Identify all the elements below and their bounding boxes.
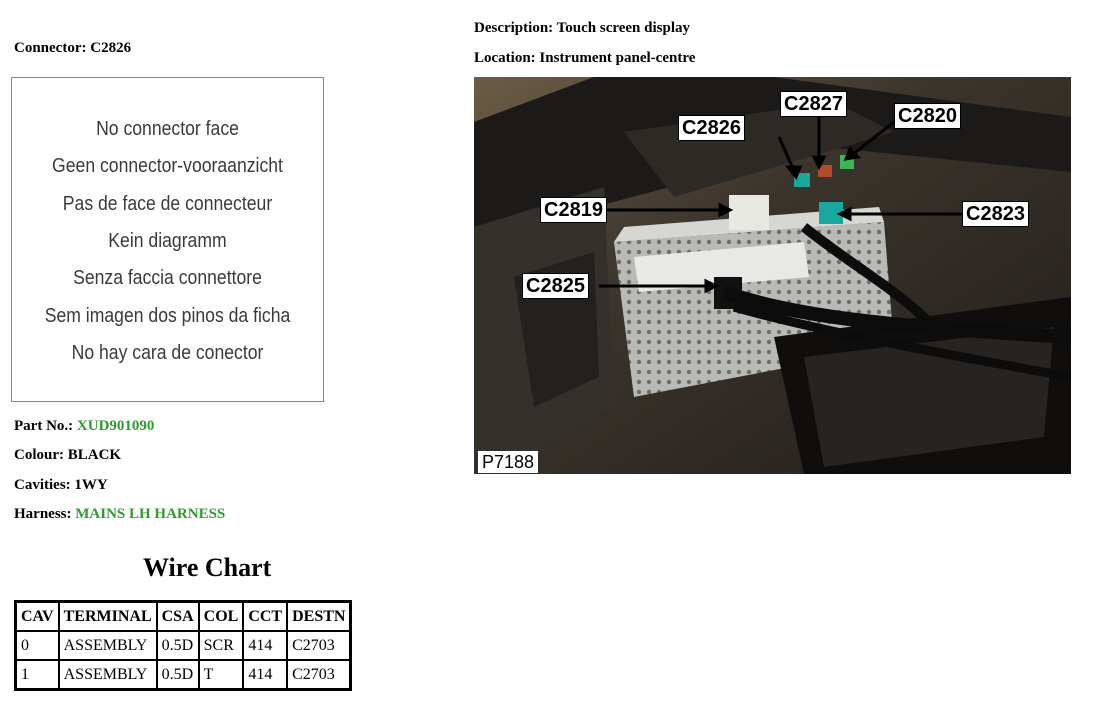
no-face-line: Geen connector-vooraanzicht [52,155,283,177]
no-face-line: Pas de face de connecteur [62,193,273,215]
cell-destn: C2703 [286,630,352,661]
location-label: Location: [474,50,536,66]
cell-cav: 1 [14,659,60,691]
no-face-line: Sem imagen dos pinos da ficha [44,305,291,327]
cell-col: SCR [197,630,245,661]
col-header-destn: DESTN [286,600,352,632]
description-row: Description: Touch screen display [474,20,690,37]
no-face-line: No hay cara de conector [71,342,264,364]
col-header-col: COL [197,600,245,632]
col-header-csa: CSA [155,600,200,632]
cavities-label: Cavities: [14,477,71,493]
cell-cct: 414 [242,659,289,691]
connector-value: C2826 [90,40,132,56]
location-value: Instrument panel-centre [539,50,696,66]
cell-csa: 0.5D [155,630,200,661]
wire-chart-title: Wire Chart [143,553,272,582]
label-c2823: C2823 [962,201,1029,227]
part-number-value: XUD901090 [76,418,155,434]
description-label: Description: [474,20,554,36]
part-number-label: Part No.: [14,418,74,434]
label-c2827: C2827 [780,91,847,117]
no-face-line: Senza faccia connettore [73,267,262,289]
harness-value: MAINS LH HARNESS [75,506,226,522]
colour-row: Colour: BLACK [14,447,121,464]
cell-terminal: ASSEMBLY [57,630,158,661]
col-header-cav: CAV [14,600,60,632]
cell-cav: 0 [14,630,60,661]
harness-label: Harness: [14,506,72,522]
cavities-value: 1WY [74,477,108,493]
cell-terminal: ASSEMBLY [57,659,158,691]
table-row: 1 ASSEMBLY 0.5D T 414 C2703 [14,659,352,691]
location-row: Location: Instrument panel-centre [474,50,695,67]
harness-row: Harness: MAINS LH HARNESS [14,506,225,523]
no-face-line: No connector face [96,118,239,140]
label-c2819: C2819 [540,197,607,223]
photo-illustration [474,77,1071,474]
cell-cct: 414 [242,630,289,661]
col-header-cct: CCT [242,600,289,632]
cell-destn: C2703 [286,659,352,691]
cell-col: T [197,659,245,691]
label-c2825: C2825 [522,273,589,299]
wire-chart-header-row: CAV TERMINAL CSA COL CCT DESTN [14,600,352,632]
no-connector-face-panel: No connector face Geen connector-vooraan… [11,77,324,402]
col-header-terminal: TERMINAL [57,600,158,632]
table-row: 0 ASSEMBLY 0.5D SCR 414 C2703 [14,630,352,661]
no-face-line: Kein diagramm [108,230,227,252]
cell-csa: 0.5D [155,659,200,691]
photo-id-label: P7188 [478,451,539,473]
label-c2820: C2820 [894,103,961,129]
colour-value: BLACK [67,447,122,463]
connector-label: Connector: [14,40,87,56]
label-c2826: C2826 [678,115,745,141]
wire-chart-table: CAV TERMINAL CSA COL CCT DESTN 0 ASSEMBL… [14,600,353,691]
connector-location-photo: C2827 C2826 C2820 C2819 C2823 C2825 P718… [474,77,1071,474]
description-value: Touch screen display [556,20,691,36]
cavities-row: Cavities: 1WY [14,477,108,494]
connector-heading: Connector: C2826 [14,40,131,57]
colour-label: Colour: [14,447,64,463]
part-number-row: Part No.: XUD901090 [14,418,154,435]
